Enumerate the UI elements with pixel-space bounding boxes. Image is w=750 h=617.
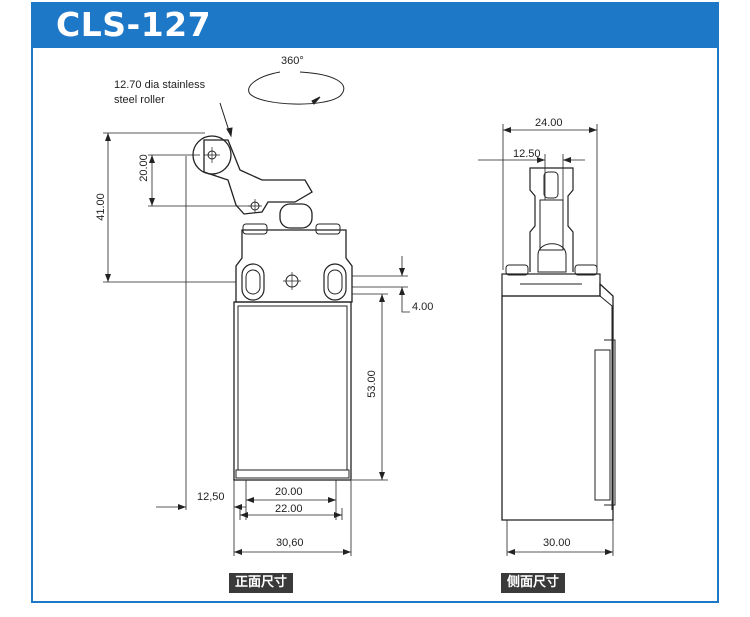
front-view-caption: 正面尺寸 [229,573,294,593]
dim-20-label: 20.00 [138,154,150,182]
side-cover-plate [594,349,611,501]
actuator-boss [279,203,313,229]
dim-30-60-label: 30,60 [276,537,304,549]
dim-12-50-label: 12,50 [197,491,225,503]
mount-slot-right [323,263,347,301]
rotation-arc [248,71,345,105]
mount-slot-right-inner [327,269,343,295]
dim-4-label: 4.00 [412,301,433,313]
roller-leader-arrow [226,127,233,138]
dim-20-lines [148,154,250,207]
roller-note-line2: steel roller [114,94,165,106]
dim-12-50-arrows [178,504,242,510]
dim-41-label: 41.00 [95,193,107,221]
front-view: 360° 12.70 dia stainless steel roller [95,55,433,556]
rotation-label: 360° [281,55,304,67]
dim-24-lines [502,124,598,270]
dim-30-side-label: 30.00 [543,537,571,549]
lever-pivot-mark [248,199,262,213]
mount-slot-left [241,263,265,301]
head-screw-left [242,223,268,235]
dim-30-side-lines [506,520,614,556]
roller-note-line1: 12.70 dia stainless [114,79,206,91]
dim-53-label: 53.00 [366,370,378,398]
dim-12-50-side-arrows [537,157,571,163]
dim-12-50-side-label: 12.50 [513,148,541,160]
body-inner-panel [237,305,348,471]
side-view: 24.00 12.50 30.00 [478,117,616,556]
dim-20-bottom-label: 20.00 [275,486,303,498]
side-actuator [529,167,574,272]
page-title: CLS-127 [56,5,212,44]
body-bottom-band [235,469,350,479]
side-view-caption: 侧面尺寸 [501,573,566,593]
dim-41-lines [103,132,236,283]
dim-22-line [239,508,343,520]
title-bar [31,2,719,48]
side-body-edge [599,295,613,510]
dim-4-arrows [399,268,405,295]
dim-12-50-side-lines [478,154,585,200]
roller-center-mark [204,147,220,163]
switch-head [235,229,353,303]
side-shaft-top [543,171,559,199]
side-screw-left [505,264,529,276]
dim-24-label: 24.00 [535,117,563,129]
side-boss [537,243,567,273]
center-hole-mark [283,272,301,290]
lever-arm [203,139,313,215]
diagram-frame [31,2,719,603]
mount-slot-left-inner [245,269,261,295]
rotation-arrowhead [311,96,321,105]
side-cover-step [604,339,616,506]
head-screw-right [315,223,341,235]
dim-4-leader [401,302,410,313]
switch-body [233,301,352,481]
dim-4-lines [352,256,408,302]
side-head [501,273,601,297]
side-shaft [539,199,564,251]
side-body [501,282,614,521]
dim-22-label: 22.00 [275,503,303,515]
